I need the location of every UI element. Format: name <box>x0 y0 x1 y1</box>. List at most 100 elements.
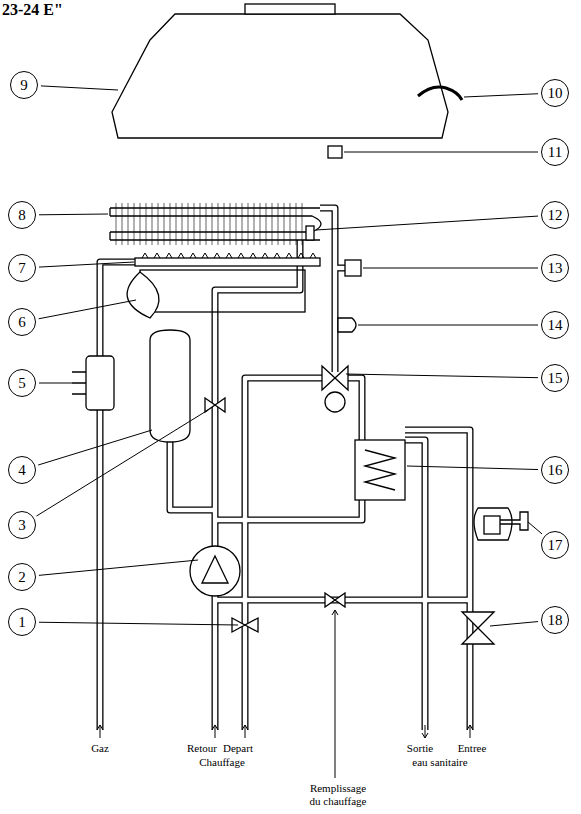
heat-exchanger <box>110 208 321 240</box>
pipe <box>212 596 219 730</box>
pipe-label: Chauffage <box>198 756 246 769</box>
ignition-electrode <box>127 272 159 318</box>
inlet-valve <box>462 612 494 644</box>
pipe <box>405 440 425 730</box>
fill-valve <box>325 593 345 607</box>
callout-number: 1 <box>18 615 26 630</box>
flue-outlet <box>245 4 335 14</box>
combustion-chamber <box>140 270 305 312</box>
callout-circle: 3 <box>8 511 36 539</box>
leader-line <box>363 268 538 269</box>
valve-motor <box>325 392 345 412</box>
leader-line <box>39 300 136 319</box>
leader-line <box>39 383 72 384</box>
callout-number: 4 <box>18 463 26 478</box>
callout-number: 5 <box>18 376 26 391</box>
callout-circle: 5 <box>8 369 36 397</box>
callout-number: 9 <box>20 78 28 93</box>
callout-number: 8 <box>18 208 26 223</box>
callout-circle: 2 <box>8 563 36 591</box>
pipe <box>215 240 300 546</box>
leader-line <box>346 374 538 378</box>
callout-circle: 13 <box>541 254 569 282</box>
safety-valve <box>205 398 225 412</box>
callout-number: 11 <box>548 145 562 160</box>
pipe <box>215 500 362 520</box>
callout-number: 14 <box>548 318 563 333</box>
pipe <box>215 240 300 546</box>
leader-line <box>316 216 538 230</box>
leader-line <box>39 262 134 267</box>
callout-circle: 4 <box>8 456 36 484</box>
callout-number: 6 <box>18 315 26 330</box>
callout-number: 3 <box>18 518 26 533</box>
leader-line <box>38 430 152 465</box>
callout-circle: 11 <box>541 138 569 166</box>
pipe <box>170 440 215 510</box>
callout-number: 17 <box>548 538 563 553</box>
callout-number: 7 <box>18 261 26 276</box>
callout-circle: 9 <box>10 71 38 99</box>
callout-circle: 1 <box>8 608 36 636</box>
pipe-label: eau sanitaire <box>411 756 468 769</box>
pipe <box>245 378 322 730</box>
pressure-switch <box>345 260 361 276</box>
circulation-pump <box>190 546 240 596</box>
pipe-label: Gaz <box>90 742 110 755</box>
flue-sensor <box>418 87 462 100</box>
leader-line <box>39 622 238 625</box>
air-vent <box>328 146 342 158</box>
callout-circle: 12 <box>541 201 569 229</box>
pipe <box>405 440 425 730</box>
leader-line <box>344 152 538 153</box>
temperature-sensor <box>338 318 356 332</box>
flow-arrows <box>97 610 473 778</box>
leader-line <box>39 214 108 216</box>
callout-circle: 10 <box>541 79 569 107</box>
burner <box>135 258 320 266</box>
leader-line <box>464 94 538 97</box>
leader-line <box>407 466 538 470</box>
diverter-valve <box>322 366 348 390</box>
callout-circle: 16 <box>541 456 569 484</box>
callout-circle: 18 <box>541 606 569 634</box>
leader-line <box>490 622 538 626</box>
callout-number: 2 <box>18 570 26 585</box>
pipe-label: Sortie <box>406 742 434 755</box>
pipe <box>335 266 345 270</box>
leader-line <box>39 560 198 575</box>
pipe <box>100 262 140 356</box>
callout-number: 10 <box>548 86 563 101</box>
leader-line <box>358 325 538 326</box>
callout-circle: 17 <box>541 531 569 559</box>
pipe <box>405 430 470 730</box>
pipe <box>213 596 217 730</box>
pipe <box>170 440 215 510</box>
callout-number: 18 <box>548 613 563 628</box>
leader-line <box>528 522 542 534</box>
pipe-label: Entree <box>457 742 488 755</box>
callout-number: 15 <box>548 371 563 386</box>
overheat-sensor <box>306 226 314 240</box>
pipe <box>245 378 322 730</box>
callout-number: 16 <box>548 463 563 478</box>
pipe <box>405 430 470 730</box>
leader-line <box>36 410 208 516</box>
pipe <box>348 378 362 440</box>
pipe-label: Retour <box>186 742 218 755</box>
leader-line <box>41 86 118 90</box>
callout-number: 12 <box>548 208 563 223</box>
pipe-label: Remplissage du chauffage <box>303 782 373 807</box>
dhw-exchanger <box>355 440 405 500</box>
callout-number: 13 <box>548 261 563 276</box>
callout-circle: 6 <box>8 308 36 336</box>
pipe <box>100 262 140 356</box>
callout-circle: 15 <box>541 364 569 392</box>
callout-circle: 8 <box>8 201 36 229</box>
callout-circle: 7 <box>8 254 36 282</box>
gas-valve <box>86 356 114 410</box>
pipe <box>320 208 335 372</box>
pipe <box>348 378 362 440</box>
pipe <box>215 500 362 520</box>
